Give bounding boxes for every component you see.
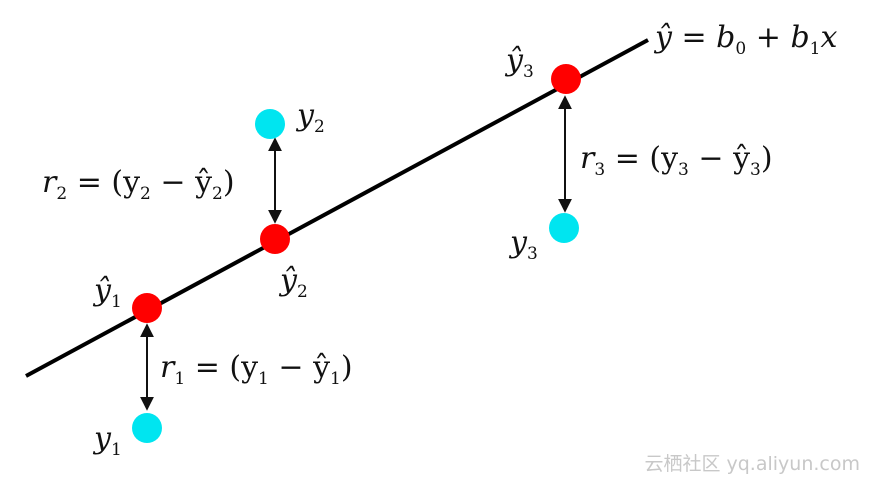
fitted-point-2 (260, 224, 290, 254)
watermark-text: 云栖社区 yq.aliyun.com (644, 453, 860, 475)
actual-point-2 (255, 109, 285, 139)
actual-point-3 (549, 213, 579, 243)
residual-formula-1: r1 = (y1 − ŷ1) (160, 350, 353, 389)
fitted-point-3 (551, 64, 581, 94)
residual-formula-3: r3 = (y3 − ŷ3) (580, 141, 773, 180)
regression-equation: ŷ = b0 + b1x (653, 20, 837, 59)
fitted-point-1 (132, 293, 162, 323)
equation-yhat: ŷ (653, 20, 673, 55)
fitted-label-1: ŷ1 (92, 273, 122, 312)
actual-label-3: y3 (508, 225, 538, 264)
actual-point-1 (132, 413, 162, 443)
fitted-label-3: ŷ3 (504, 43, 534, 82)
regression-line (25, 38, 649, 378)
actual-label-1: y1 (92, 421, 122, 460)
residual-formula-2: r2 = (y2 − ŷ2) (42, 165, 235, 204)
fitted-label-2: ŷ2 (278, 263, 308, 302)
actual-label-2: y2 (295, 98, 325, 137)
